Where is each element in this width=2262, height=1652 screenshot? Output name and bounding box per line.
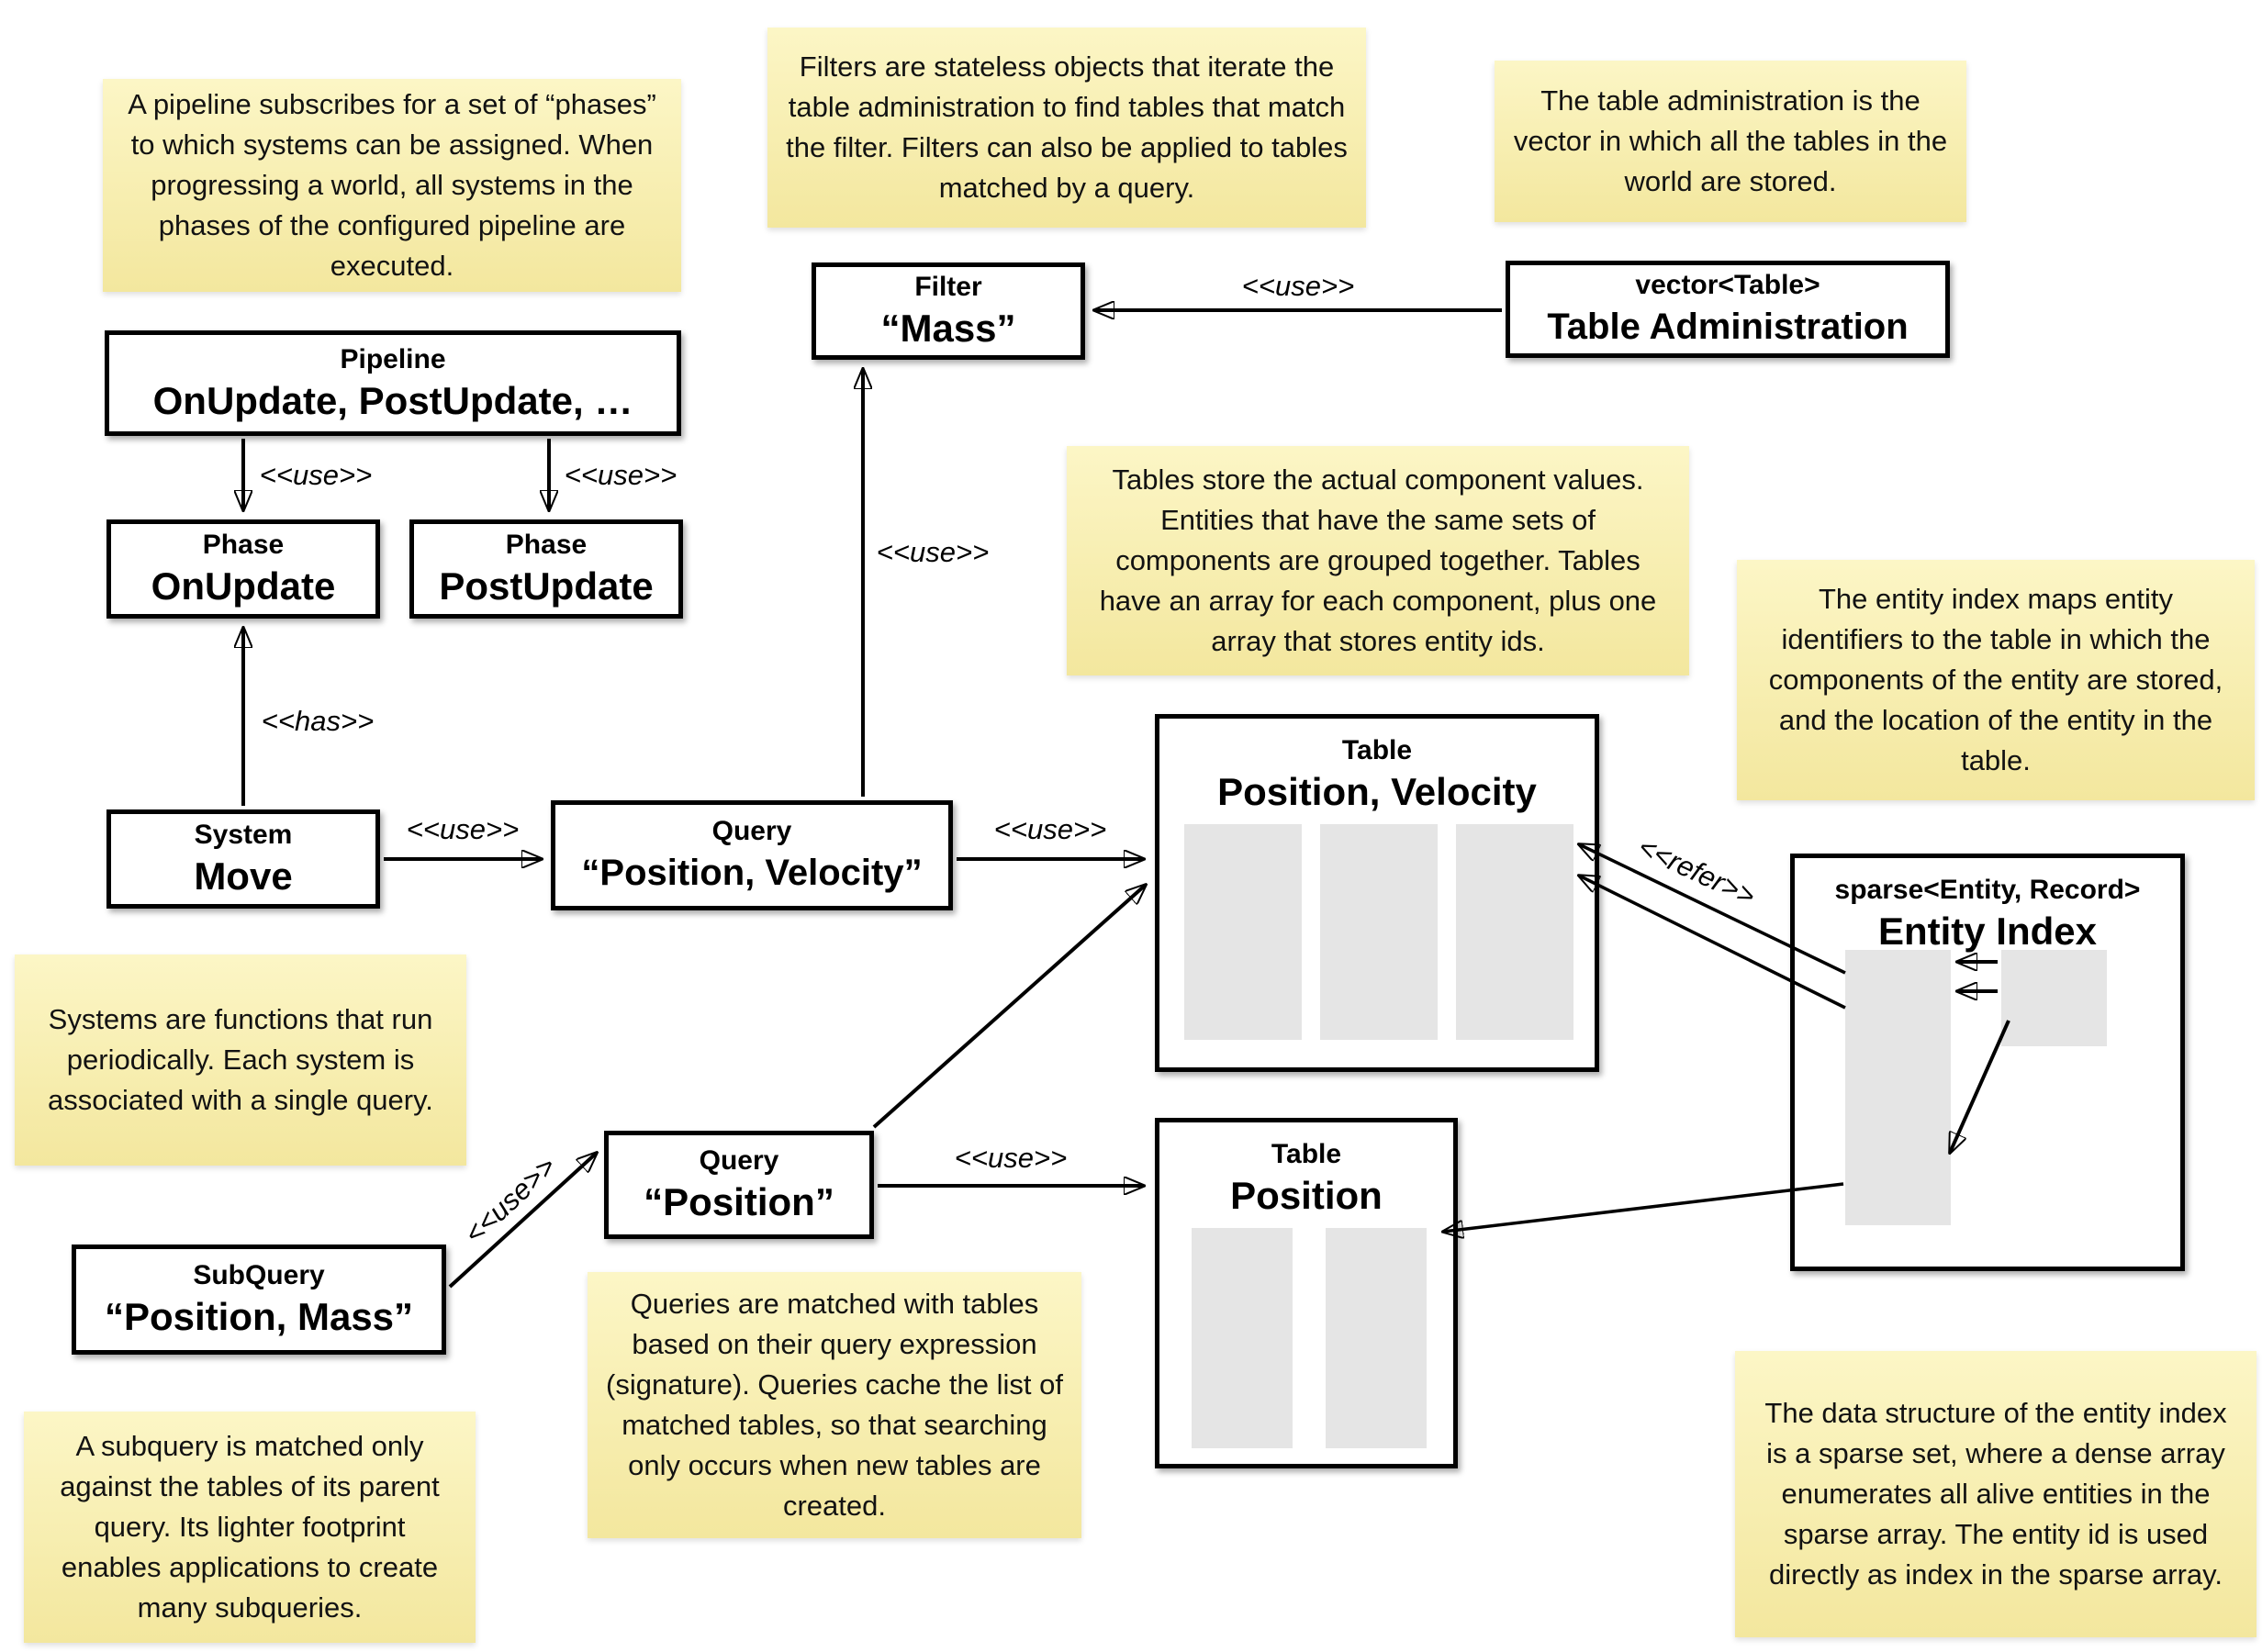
- edge-label-use: <<use>>: [457, 1150, 563, 1251]
- note-entity-index: The entity index maps entity identifiers…: [1737, 560, 2255, 800]
- note-text: Filters are stateless objects that itera…: [786, 50, 1348, 204]
- note-filters: Filters are stateless objects that itera…: [767, 28, 1366, 228]
- box-query-position: Query “Position”: [604, 1131, 874, 1239]
- box-table-position: Table Position: [1155, 1118, 1458, 1468]
- note-text: The entity index maps entity identifiers…: [1768, 583, 2223, 776]
- arrow-queryp-to-tablepv: [872, 885, 1146, 1129]
- note-text: Systems are functions that run periodica…: [48, 1003, 433, 1116]
- note-text: Queries are matched with tables based on…: [606, 1288, 1063, 1522]
- note-tables: Tables store the actual component values…: [1067, 446, 1689, 675]
- component-array: [1320, 824, 1438, 1040]
- box-name: “Position”: [644, 1180, 834, 1223]
- box-name: “Mass”: [880, 307, 1016, 350]
- note-text: Tables store the actual component values…: [1099, 463, 1657, 657]
- box-kind: Pipeline: [340, 343, 446, 374]
- box-kind: Table: [1271, 1139, 1342, 1169]
- note-text: A subquery is matched only against the t…: [60, 1430, 440, 1624]
- edge-label-has: <<has>>: [261, 705, 375, 737]
- component-array: [1184, 824, 1302, 1040]
- box-phase-onupdate: Phase OnUpdate: [106, 519, 380, 619]
- edge-label-refer: <<refer>>: [1633, 830, 1761, 913]
- note-text: The table administration is the vector i…: [1513, 84, 1948, 197]
- note-pipeline: A pipeline subscribes for a set of “phas…: [103, 79, 681, 292]
- box-entity-index: sparse<Entity, Record> Entity Index: [1790, 854, 2185, 1271]
- note-text: The data structure of the entity index i…: [1764, 1397, 2227, 1591]
- box-name: OnUpdate, PostUpdate, …: [152, 378, 633, 422]
- edge-label-use: <<use>>: [876, 536, 990, 568]
- note-queries: Queries are matched with tables based on…: [588, 1272, 1081, 1538]
- dense-array: [2001, 950, 2107, 1046]
- box-table-administration: vector<Table> Table Administration: [1506, 261, 1950, 358]
- box-name: Move: [194, 854, 293, 898]
- box-system-move: System Move: [106, 809, 380, 909]
- box-phase-postupdate: Phase PostUpdate: [409, 519, 683, 619]
- component-array: [1456, 824, 1573, 1040]
- box-kind: Table: [1341, 735, 1413, 765]
- edge-label-use: <<use>>: [259, 459, 373, 491]
- box-subquery: SubQuery “Position, Mass”: [72, 1245, 446, 1355]
- box-name: Position, Velocity: [1217, 770, 1537, 813]
- box-query-position-velocity: Query “Position, Velocity”: [551, 800, 953, 910]
- box-kind: SubQuery: [193, 1260, 325, 1290]
- box-kind: Query: [711, 816, 792, 846]
- edge-label-use: <<use>>: [564, 459, 677, 491]
- box-kind: vector<Table>: [1635, 270, 1820, 300]
- box-kind: sparse<Entity, Record>: [1834, 875, 2141, 905]
- sparse-array: [1845, 950, 1951, 1225]
- edge-label-use: <<use>>: [993, 813, 1107, 845]
- edge-label-use: <<use>>: [954, 1142, 1068, 1174]
- note-text: A pipeline subscribes for a set of “phas…: [128, 88, 656, 282]
- box-kind: Query: [699, 1145, 779, 1176]
- box-name: “Position, Velocity”: [581, 853, 923, 893]
- box-table-position-velocity: Table Position, Velocity: [1155, 714, 1599, 1072]
- note-subquery: A subquery is matched only against the t…: [24, 1412, 476, 1643]
- box-filter-mass: Filter “Mass”: [812, 262, 1085, 360]
- box-name: Entity Index: [1877, 910, 2098, 953]
- note-systems: Systems are functions that run periodica…: [15, 954, 466, 1166]
- edge-label-use: <<use>>: [406, 813, 520, 845]
- box-name: OnUpdate: [151, 564, 336, 608]
- box-kind: Filter: [914, 272, 982, 302]
- edge-label-use: <<use>>: [1241, 270, 1355, 302]
- arrow-entityindex-to-tablep: [1443, 1182, 1844, 1232]
- component-array: [1326, 1228, 1427, 1448]
- box-pipeline: Pipeline OnUpdate, PostUpdate, …: [105, 330, 681, 436]
- component-array: [1192, 1228, 1293, 1448]
- box-kind: Phase: [202, 530, 285, 560]
- box-name: Table Administration: [1547, 307, 1909, 347]
- box-name: “Position, Mass”: [104, 1295, 414, 1338]
- note-table-admin: The table administration is the vector i…: [1495, 61, 1966, 222]
- note-sparse-set: The data structure of the entity index i…: [1735, 1351, 2256, 1637]
- box-name: Position: [1230, 1174, 1383, 1217]
- box-kind: System: [194, 820, 293, 850]
- box-kind: Phase: [505, 530, 588, 560]
- box-name: PostUpdate: [439, 564, 654, 608]
